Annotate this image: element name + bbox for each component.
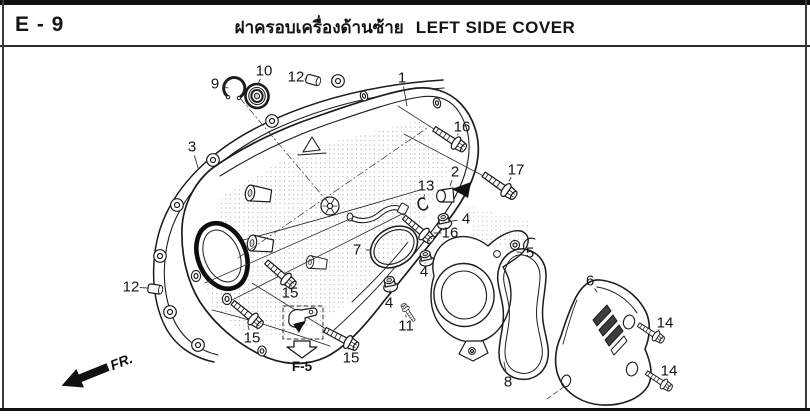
duct-seal-ring: [194, 220, 250, 292]
rear-cover-part-6: [554, 279, 652, 406]
clip-part-13: [417, 197, 431, 211]
header-separator: [0, 45, 810, 47]
part-callout-1: 1: [397, 69, 407, 87]
bolt-tower: [244, 184, 273, 203]
part-callout-4: 4: [384, 294, 394, 312]
guide-lines: [204, 97, 659, 400]
fr-label: FR.: [108, 350, 135, 373]
part-callout-7: 7: [352, 241, 362, 259]
part-callout-15: 15: [342, 349, 360, 367]
part-callout-6: 6: [585, 272, 595, 290]
part-callout-2: 2: [450, 163, 460, 181]
callout-leader-lines: [139, 78, 666, 382]
part-callout-9: 9: [210, 75, 220, 93]
page-title-thai: ฝาครอบเครื่องด้านซ้าย: [234, 18, 404, 38]
ref-box-label: F-5: [292, 359, 313, 374]
part-callout-16: 16: [453, 118, 471, 136]
part-callout-12: 12: [287, 68, 305, 86]
cover-mount-lugs: [190, 90, 442, 357]
part-callout-4: 4: [419, 263, 429, 281]
section-code: E - 9: [15, 13, 65, 36]
ref-box-f5: F-5: [282, 305, 324, 374]
frame-top-border: [0, 0, 810, 5]
part-callout-15: 15: [243, 329, 261, 347]
part-callout-3: 3: [187, 138, 197, 156]
frame-left-border: [2, 0, 4, 410]
fr-direction-arrow: FR.: [61, 350, 135, 388]
part-callout-12: 12: [122, 278, 140, 296]
part-callout-17: 17: [507, 161, 525, 179]
frame-bottom-border: [0, 408, 810, 411]
part-callout-14: 14: [656, 314, 674, 332]
gasket-part-3: [152, 74, 445, 363]
bearing-part-10: [244, 82, 270, 110]
part-callout-10: 10: [255, 62, 273, 80]
page-title: ฝาครอบเครื่องด้านซ้าย LEFT SIDE COVER: [0, 14, 810, 41]
circlip-part-9: [222, 76, 247, 101]
breather-hose: [346, 202, 409, 224]
left-side-cover-part-1: [181, 87, 480, 365]
part-callout-16: 16: [441, 224, 459, 242]
shaft-boss: [320, 196, 340, 216]
dowel-pin-part-12-top: [304, 73, 323, 87]
ref-arrow-icon: [286, 340, 318, 359]
dowel-pin-part-12-bottom: [146, 283, 164, 296]
part-callout-5: 5: [525, 244, 535, 262]
fr-arrow-icon: [61, 363, 110, 388]
gasket-bolt-ears: [153, 74, 345, 352]
part-callout-4: 4: [461, 210, 471, 228]
louver-vents: [592, 304, 628, 356]
part-callout-13: 13: [417, 177, 435, 195]
page-title-english: LEFT SIDE COVER: [415, 18, 576, 37]
part-callout-15: 15: [281, 284, 299, 302]
page-header: E - 9 ฝาครอบเครื่องด้านซ้าย LEFT SIDE COV…: [0, 5, 810, 45]
part-callout-14: 14: [660, 362, 678, 380]
sensor-part-2: [436, 182, 471, 203]
seal-part-8: [496, 237, 550, 381]
o-ring-part-7: [369, 225, 419, 269]
part-callout-11: 11: [398, 317, 414, 335]
frame-right-border: [805, 0, 807, 410]
part-callout-8: 8: [503, 373, 513, 391]
